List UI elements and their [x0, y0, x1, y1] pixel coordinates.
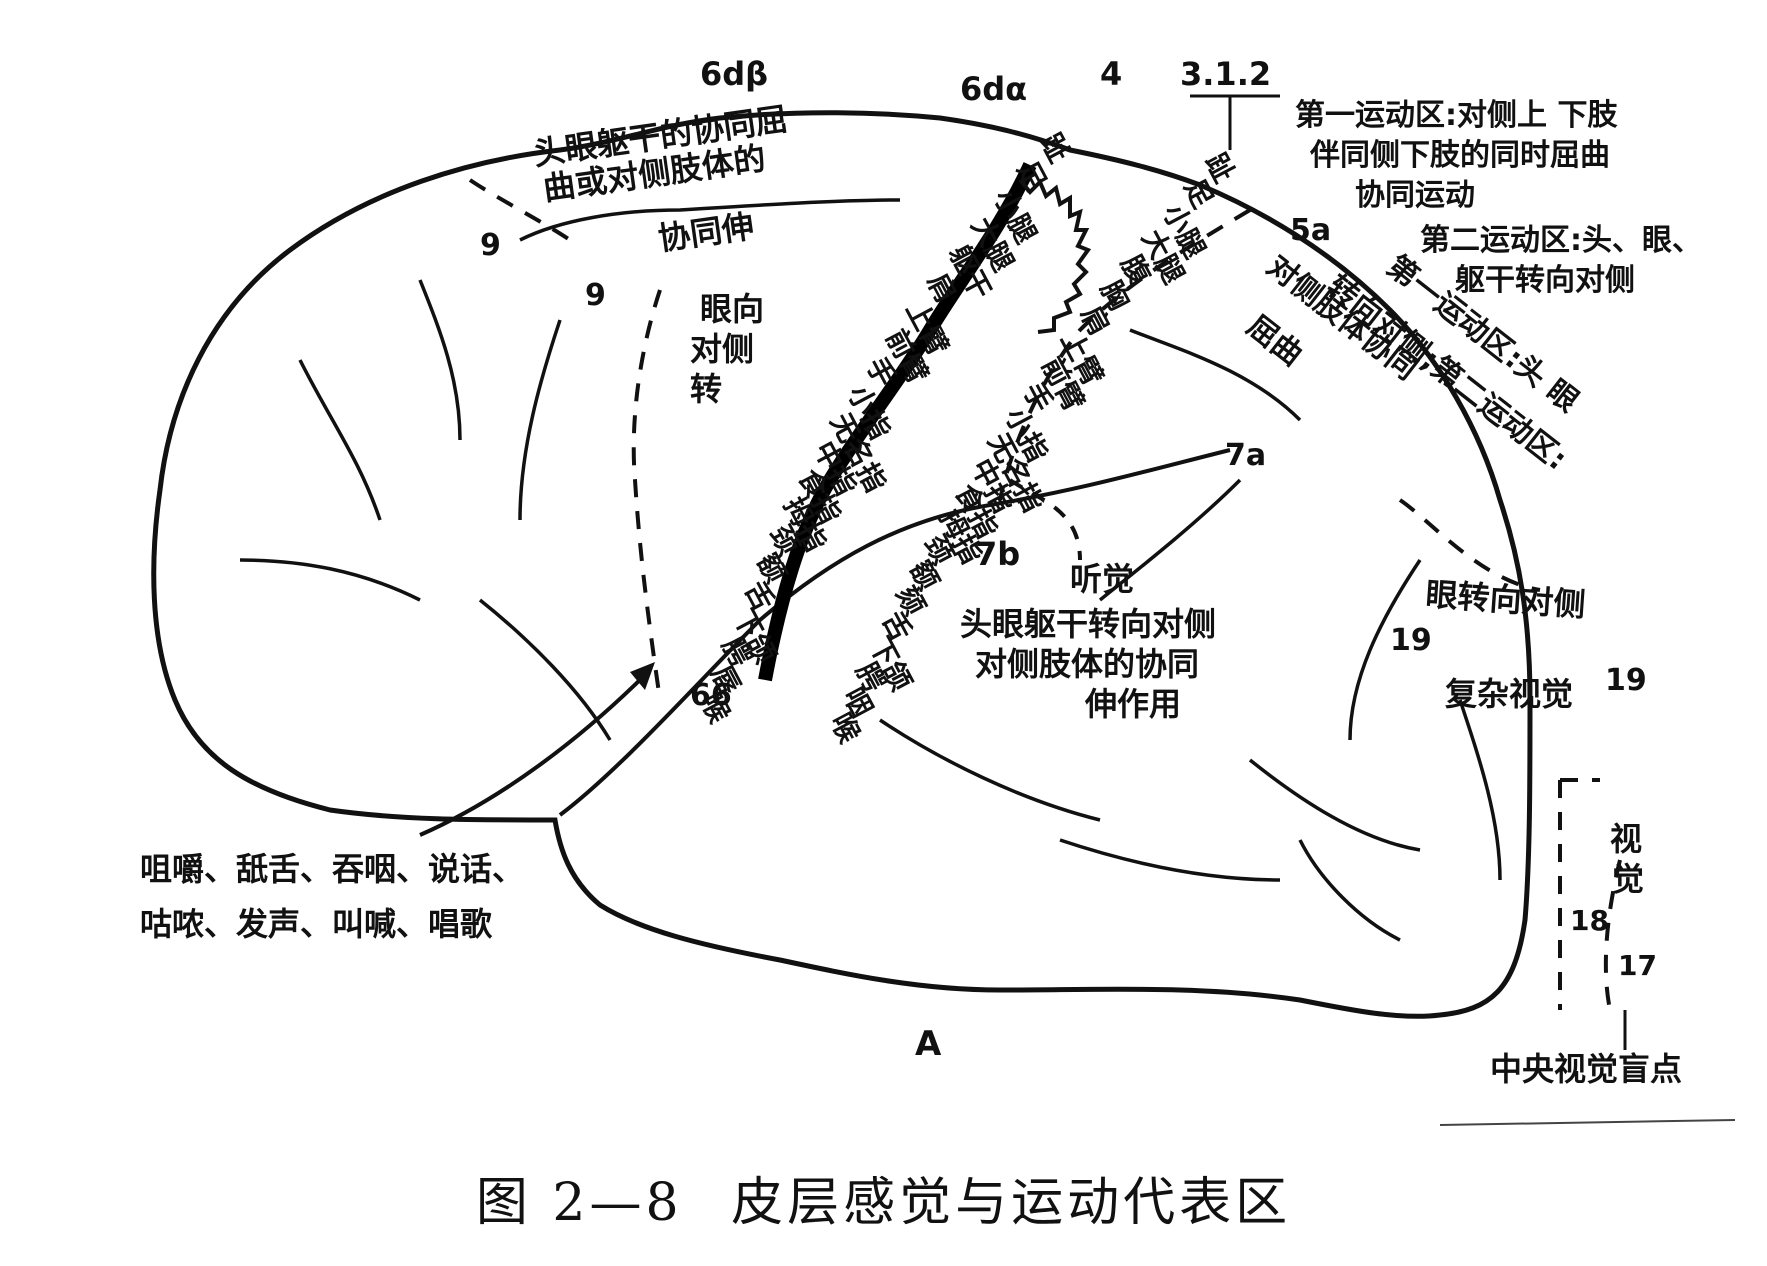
figure-caption: 图 2—8 皮层感觉与运动代表区 — [0, 1160, 1767, 1235]
eye-turn-2: 对侧 — [690, 330, 754, 368]
postcentral-boundary — [998, 208, 1252, 501]
sulci — [239, 198, 1502, 942]
area-18-boundary — [1558, 778, 1600, 1010]
label-6db: 6dβ — [700, 55, 768, 93]
eye-turn-1: 眼向 — [700, 290, 764, 328]
area-7a: 7a — [1225, 438, 1266, 473]
first-motor-line3: 协同运动 — [1355, 178, 1475, 213]
area-19-left: 19 — [1390, 623, 1432, 658]
panel-label: A — [915, 1024, 942, 1064]
label-6da: 6dα — [960, 70, 1027, 108]
complex-vision: 复杂视觉 — [1445, 675, 1573, 713]
central-sulcus-ridge — [1018, 178, 1092, 334]
second-motor-line2: 躯干转向对侧 — [1455, 263, 1635, 298]
first-motor-line1: 第一运动区:对侧上 下肢 — [1295, 98, 1618, 133]
eye-turn-3: 转 — [690, 370, 722, 408]
vision-char-1: 视 — [1610, 820, 1642, 858]
first-motor-line2: 伴同侧下肢的同时屈曲 — [1309, 138, 1610, 173]
brain-outline — [151, 110, 1533, 1019]
area-9-upper: 9 — [480, 228, 501, 263]
arrow-66 — [419, 668, 652, 837]
inner-note-line4: 屈曲 — [1240, 309, 1309, 374]
caption-title: 皮层感觉与运动代表区 — [731, 1173, 1292, 1233]
area-19-right: 19 — [1605, 663, 1647, 698]
vision-char-2: 觉 — [1612, 860, 1644, 898]
area-17: 17 — [1618, 949, 1657, 982]
temporal-note-line1: 头眼躯干转向对侧 — [960, 605, 1216, 643]
area-17-boundary — [1603, 859, 1622, 1011]
bottom-note-line2: 咕哝、发声、叫喊、唱歌 — [140, 905, 493, 943]
area-18: 18 — [1570, 904, 1609, 937]
area-9-lower: 9 — [585, 278, 606, 313]
scan-line — [1439, 1119, 1736, 1126]
label-4: 4 — [1100, 55, 1122, 93]
lateral-fissure — [558, 448, 1231, 817]
area-5a: 5a — [1290, 213, 1331, 248]
occipital-boundary — [1398, 498, 1541, 592]
area-7b: 7b — [975, 535, 1020, 573]
blind-spot: 中央视觉盲点 — [1490, 1050, 1682, 1088]
hearing-label: 听觉 — [1070, 560, 1134, 598]
area-66: 66 — [690, 678, 732, 713]
central-sulcus — [758, 162, 1037, 682]
eye-turn-occipital: 眼转向对侧 — [1424, 575, 1586, 624]
caption-number: 图 2—8 — [475, 1173, 683, 1233]
frontal-boundary — [468, 178, 572, 242]
arrow-66-head — [630, 662, 655, 690]
temporal-note-line3: 伸作用 — [1084, 685, 1181, 723]
frontal-note-line3: 协同伸 — [656, 207, 756, 258]
label-312: 3.1.2 — [1180, 55, 1271, 93]
precentral-boundary — [631, 289, 662, 701]
temporal-note-line2: 对侧肢体的协同 — [975, 645, 1199, 683]
area-7b-boundary — [1008, 478, 1082, 561]
bottom-note-line1: 咀嚼、舐舌、吞咽、说话、 — [140, 850, 524, 888]
second-motor-line1: 第二运动区:头、眼、 — [1420, 223, 1702, 258]
